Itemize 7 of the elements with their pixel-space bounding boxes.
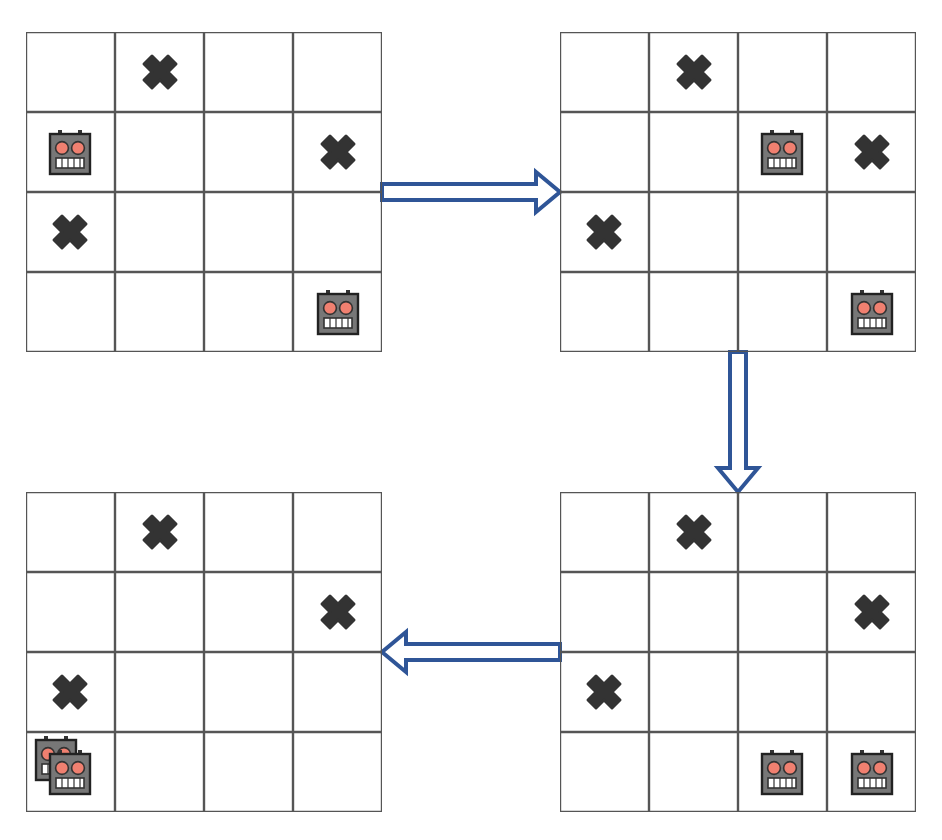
arrow	[713, 350, 763, 496]
arrow	[380, 167, 564, 217]
game-grid	[26, 32, 382, 352]
game-grid	[26, 492, 382, 812]
game-grid	[560, 32, 916, 352]
game-grid	[560, 492, 916, 812]
arrow	[378, 627, 562, 677]
